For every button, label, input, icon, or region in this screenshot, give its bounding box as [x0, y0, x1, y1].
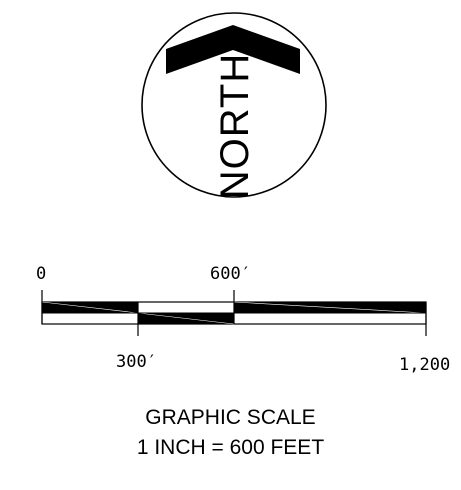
north-label: NORTH: [213, 53, 257, 199]
scale-diag-1: [41, 301, 139, 314]
scale-caption-title: GRAPHIC SCALE: [145, 406, 316, 429]
scale-label-1200: 1,200: [399, 355, 450, 375]
scale-diag-3: [233, 301, 427, 314]
scale-bar: 0 600′ 300′ 1,200: [36, 264, 450, 375]
scale-diag-2: [137, 312, 235, 325]
scale-caption-ratio: 1 INCH = 600 FEET: [136, 436, 325, 459]
north-arrowhead-icon: [166, 25, 300, 74]
scale-label-0: 0: [36, 264, 46, 284]
scale-label-600: 600′: [210, 264, 251, 284]
north-circle: [141, 12, 327, 198]
scale-label-300: 300′: [116, 352, 157, 372]
north-arrow: NORTH: [141, 12, 327, 199]
